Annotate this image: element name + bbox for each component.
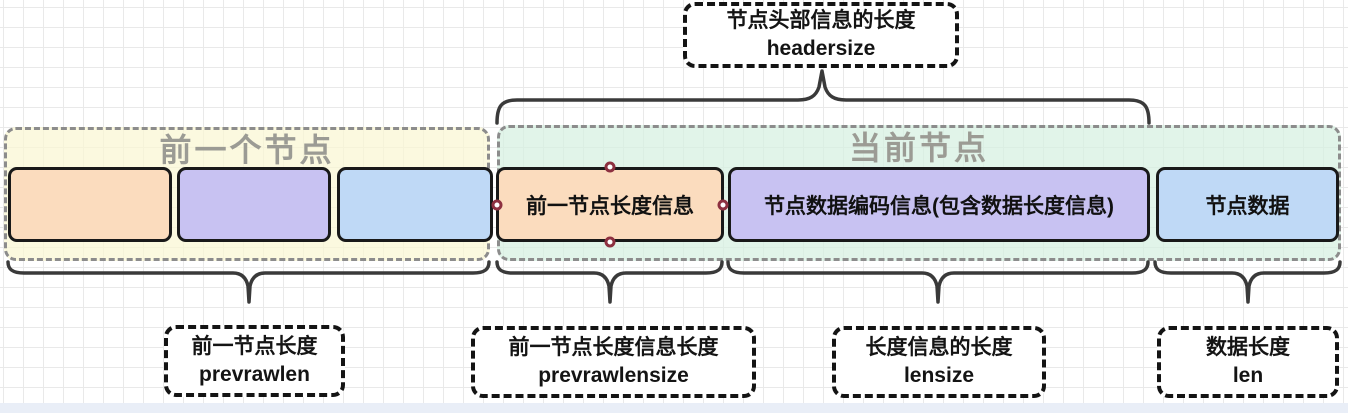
- lensize-brace: [726, 260, 1150, 304]
- headersize-callout-title: 节点头部信息的长度: [726, 9, 916, 32]
- prev-node-cell-1[interactable]: [8, 167, 172, 242]
- selection-handle-bottom[interactable]: [604, 236, 616, 248]
- len-callout-title: 数据长度: [1206, 336, 1290, 359]
- prev-node-cell-3[interactable]: [337, 167, 493, 242]
- prev-node-cell-2[interactable]: [177, 167, 331, 242]
- headersize-callout-subtitle: headersize: [766, 37, 876, 60]
- selection-handle-right[interactable]: [717, 199, 729, 211]
- len-brace: [1153, 260, 1342, 304]
- previous-node-region-label: 前一个节点: [159, 132, 335, 168]
- lensize-callout-subtitle: lensize: [903, 364, 975, 387]
- prevrawlen-callout[interactable]: 前一节点长度 prevrawlen: [164, 325, 345, 397]
- encoding-info-cell[interactable]: 节点数据编码信息(包含数据长度信息): [728, 167, 1150, 242]
- prevrawlensize-callout-subtitle: prevrawlensize: [538, 364, 689, 387]
- selection-handle-left[interactable]: [491, 199, 503, 211]
- node-data-cell[interactable]: 节点数据: [1156, 167, 1339, 242]
- current-node-region-label: 当前节点: [848, 130, 989, 166]
- prevrawlen-brace: [6, 260, 491, 304]
- len-callout-subtitle: len: [1232, 364, 1264, 387]
- prevrawlensize-callout[interactable]: 前一节点长度信息长度 prevrawlensize: [471, 326, 756, 398]
- prevrawlensize-callout-title: 前一节点长度信息长度: [508, 336, 719, 359]
- lensize-callout[interactable]: 长度信息的长度 lensize: [832, 326, 1046, 398]
- prevrawlen-info-cell[interactable]: 前一节点长度信息: [496, 167, 724, 242]
- headersize-callout[interactable]: 节点头部信息的长度 headersize: [683, 2, 959, 68]
- lensize-callout-title: 长度信息的长度: [865, 336, 1013, 359]
- selection-handle-top[interactable]: [604, 161, 616, 173]
- prevrawlen-callout-subtitle: prevrawlen: [199, 363, 310, 386]
- prevrawlensize-brace: [495, 260, 724, 304]
- headersize-brace: [495, 69, 1151, 125]
- prevrawlen-callout-title: 前一节点长度: [191, 335, 318, 358]
- bottom-strip: [0, 403, 1348, 413]
- len-callout[interactable]: 数据长度 len: [1157, 326, 1339, 398]
